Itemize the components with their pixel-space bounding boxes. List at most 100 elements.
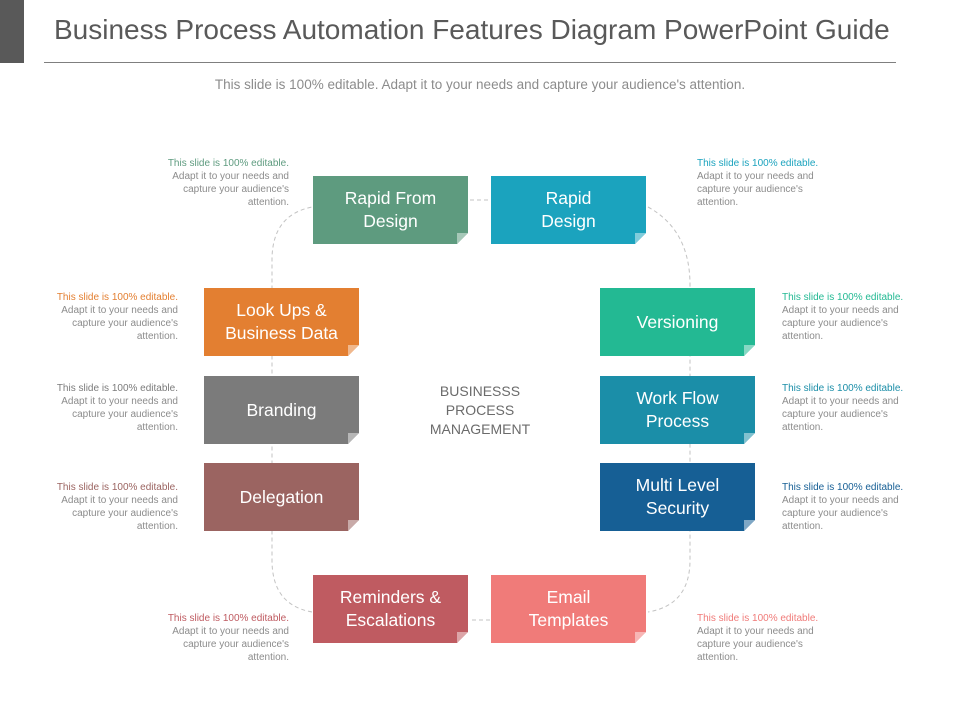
box-label-line: Security (645, 498, 710, 518)
box-multi-level-security[interactable]: Multi Level Security (600, 463, 755, 531)
note-line: capture your audience's (72, 318, 178, 329)
note-line: attention. (136, 331, 178, 342)
box-label: Email Templates (529, 586, 609, 632)
box-label: Versioning (637, 311, 719, 334)
box-label-line: Multi Level (635, 475, 720, 495)
page-curl-corner (744, 433, 755, 444)
page-curl-corner (348, 520, 359, 531)
box-label: Multi Level Security (636, 474, 720, 520)
note-line: capture your audience's (183, 639, 289, 650)
note-line: capture your audience's (697, 639, 803, 650)
box-label-line: Delegation (239, 486, 324, 507)
dashed-loop-path (271, 199, 691, 621)
page-curl-corner (348, 345, 359, 356)
note-multi-level-security: This slide is 100% editable. Adapt it to… (782, 481, 912, 533)
note-delegation: This slide is 100% editable. Adapt it to… (48, 481, 178, 533)
note-line: attention. (782, 521, 824, 532)
box-label-line: Design (363, 211, 418, 231)
box-work-flow-process[interactable]: Work Flow Process (600, 376, 755, 444)
note-versioning: This slide is 100% editable. Adapt it to… (782, 291, 912, 343)
page-curl-corner (635, 233, 646, 244)
note-heading: This slide is 100% editable. (56, 292, 178, 303)
note-rapid-from-design: This slide is 100% editable. Adapt it to… (159, 157, 289, 209)
note-heading: This slide is 100% editable. (697, 158, 819, 169)
note-line: Adapt it to your needs and (782, 495, 899, 506)
note-rapid-design: This slide is 100% editable. Adapt it to… (697, 157, 827, 209)
page-curl-corner (744, 345, 755, 356)
box-label-line: Rapid From (344, 188, 437, 208)
note-line: capture your audience's (72, 508, 178, 519)
note-line: Adapt it to your needs and (61, 396, 178, 407)
note-line: Adapt it to your needs and (172, 171, 289, 182)
box-reminders-escalations[interactable]: Reminders & Escalations (313, 575, 468, 643)
box-rapid-design[interactable]: Rapid Design (491, 176, 646, 244)
note-line: capture your audience's (782, 508, 888, 519)
note-line: Adapt it to your needs and (697, 171, 814, 182)
box-label-line: Reminders & (339, 587, 442, 607)
box-label-line: Branding (246, 399, 317, 420)
note-line: Adapt it to your needs and (61, 495, 178, 506)
center-label-line: PROCESS (445, 402, 515, 418)
note-email-templates: This slide is 100% editable. Adapt it to… (697, 612, 827, 664)
slide-title: Business Process Automation Features Dia… (54, 14, 890, 45)
box-label-line: Look Ups & (236, 300, 327, 320)
box-label-line: Process (645, 411, 710, 431)
box-label: Work Flow Process (636, 387, 718, 433)
note-line: attention. (782, 331, 824, 342)
note-line: Adapt it to your needs and (697, 626, 814, 637)
page-curl-corner (457, 233, 468, 244)
title-divider (44, 62, 896, 63)
note-line: attention. (782, 422, 824, 433)
note-line: attention. (697, 197, 739, 208)
note-line: capture your audience's (72, 409, 178, 420)
note-heading: This slide is 100% editable. (167, 158, 289, 169)
page-curl-corner (348, 433, 359, 444)
note-look-ups-business-data: This slide is 100% editable. Adapt it to… (48, 291, 178, 343)
note-heading: This slide is 100% editable. (782, 482, 904, 493)
box-label: Reminders & Escalations (340, 586, 441, 632)
box-label-line: Rapid (545, 188, 592, 208)
note-heading: This slide is 100% editable. (697, 613, 819, 624)
center-label: BUSINESSS PROCESS MANAGEMENT (410, 382, 550, 439)
box-delegation[interactable]: Delegation (204, 463, 359, 531)
box-label: Branding (246, 399, 316, 422)
box-rapid-from-design[interactable]: Rapid From Design (313, 176, 468, 244)
center-label-line: BUSINESSS (439, 383, 521, 399)
slide-subtitle: This slide is 100% editable. Adapt it to… (214, 77, 746, 92)
note-line: capture your audience's (697, 184, 803, 195)
note-line: attention. (697, 652, 739, 663)
box-versioning[interactable]: Versioning (600, 288, 755, 356)
box-label-line: Business Data (225, 323, 338, 343)
box-label-line: Escalations (345, 610, 436, 630)
note-heading: This slide is 100% editable. (56, 482, 178, 493)
page-curl-corner (635, 632, 646, 643)
box-label: Delegation (240, 486, 324, 509)
box-email-templates[interactable]: Email Templates (491, 575, 646, 643)
center-label-line: MANAGEMENT (429, 421, 531, 437)
note-heading: This slide is 100% editable. (56, 383, 178, 394)
box-label-line: Email (546, 587, 591, 607)
note-branding: This slide is 100% editable. Adapt it to… (48, 382, 178, 434)
note-line: attention. (247, 197, 289, 208)
note-heading: This slide is 100% editable. (167, 613, 289, 624)
box-label-line: Templates (528, 610, 609, 630)
note-line: capture your audience's (782, 318, 888, 329)
note-work-flow-process: This slide is 100% editable. Adapt it to… (782, 382, 912, 434)
note-heading: This slide is 100% editable. (782, 383, 904, 394)
note-line: attention. (136, 422, 178, 433)
note-line: capture your audience's (183, 184, 289, 195)
corner-accent-block (0, 0, 24, 63)
note-line: capture your audience's (782, 409, 888, 420)
note-line: Adapt it to your needs and (61, 305, 178, 316)
box-label-line: Work Flow (636, 388, 719, 408)
box-branding[interactable]: Branding (204, 376, 359, 444)
note-line: Adapt it to your needs and (782, 305, 899, 316)
note-heading: This slide is 100% editable. (782, 292, 904, 303)
box-look-ups-business-data[interactable]: Look Ups & Business Data (204, 288, 359, 356)
box-label: Rapid Design (541, 187, 595, 233)
note-reminders-escalations: This slide is 100% editable. Adapt it to… (159, 612, 289, 664)
box-label-line: Design (541, 211, 596, 231)
note-line: attention. (247, 652, 289, 663)
page-curl-corner (457, 632, 468, 643)
